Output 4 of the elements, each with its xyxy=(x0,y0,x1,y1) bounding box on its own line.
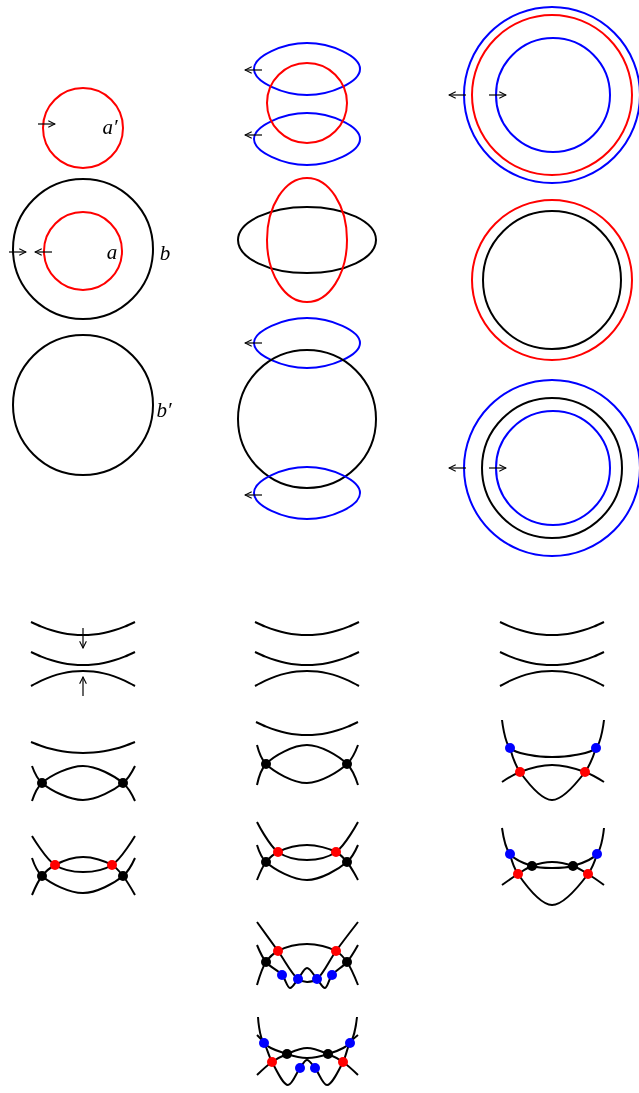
curve-label: b xyxy=(159,242,171,264)
curve-label: a′ xyxy=(102,116,118,138)
curve-label: a xyxy=(106,241,118,263)
curve-label: b′ xyxy=(156,399,172,421)
